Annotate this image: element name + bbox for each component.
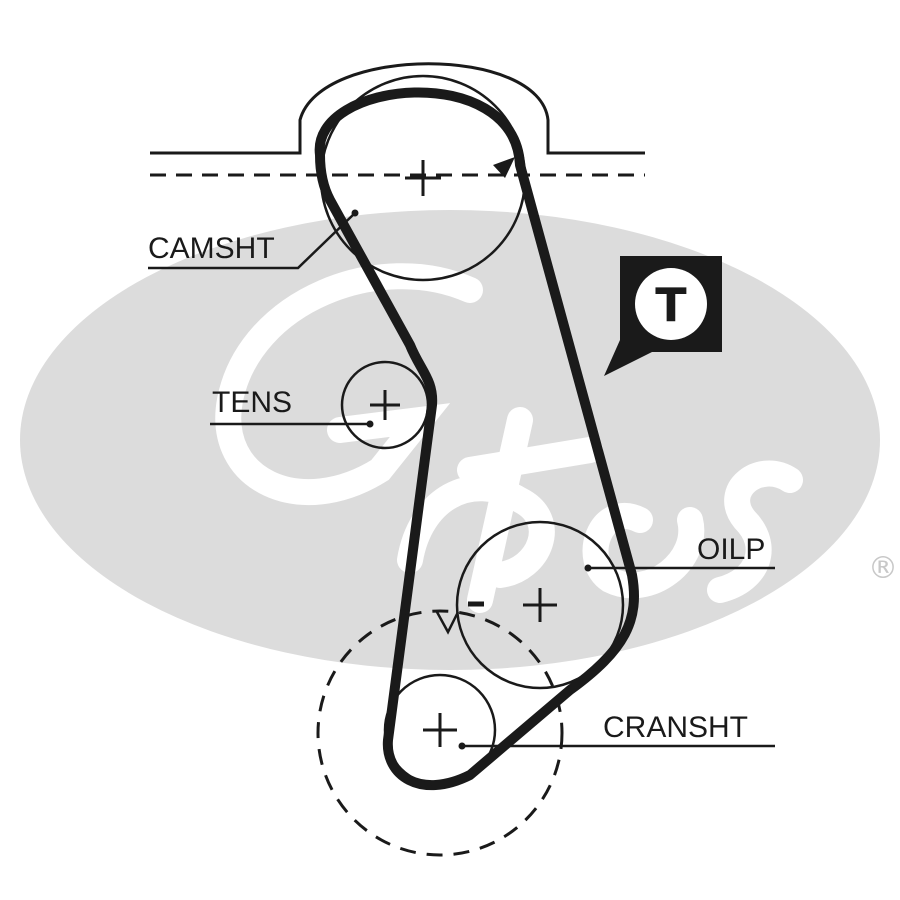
tensioner-label: TENS xyxy=(212,386,292,419)
oil-pump-label: OILP xyxy=(697,533,765,566)
oil-pump-pulley xyxy=(455,520,625,690)
badge-circle xyxy=(635,268,707,340)
camshaft-center-mark xyxy=(405,160,441,196)
tensioner-badge: T xyxy=(604,256,722,376)
crankshaft-damper-outline xyxy=(316,609,564,857)
camshaft-pulley xyxy=(319,74,527,282)
timing-mark-triangle xyxy=(493,157,515,178)
head-outline xyxy=(150,62,645,177)
camshaft-label: CAMSHT xyxy=(148,232,275,265)
registered-mark: ® xyxy=(868,551,898,586)
oil-pump-center-mark xyxy=(523,588,557,622)
crankshaft-timing-mark xyxy=(435,611,460,635)
badge-letter: T xyxy=(655,278,687,332)
leader-lines xyxy=(148,209,775,750)
crankshaft-center-mark xyxy=(423,713,457,747)
gates-watermark: ® xyxy=(20,210,898,670)
tensioner-pulley xyxy=(340,360,430,450)
crankshaft-pulley xyxy=(316,601,564,857)
crankshaft-label: CRANSHT xyxy=(603,711,748,744)
tensioner-center-mark xyxy=(370,390,400,420)
timing-belt xyxy=(314,87,639,790)
